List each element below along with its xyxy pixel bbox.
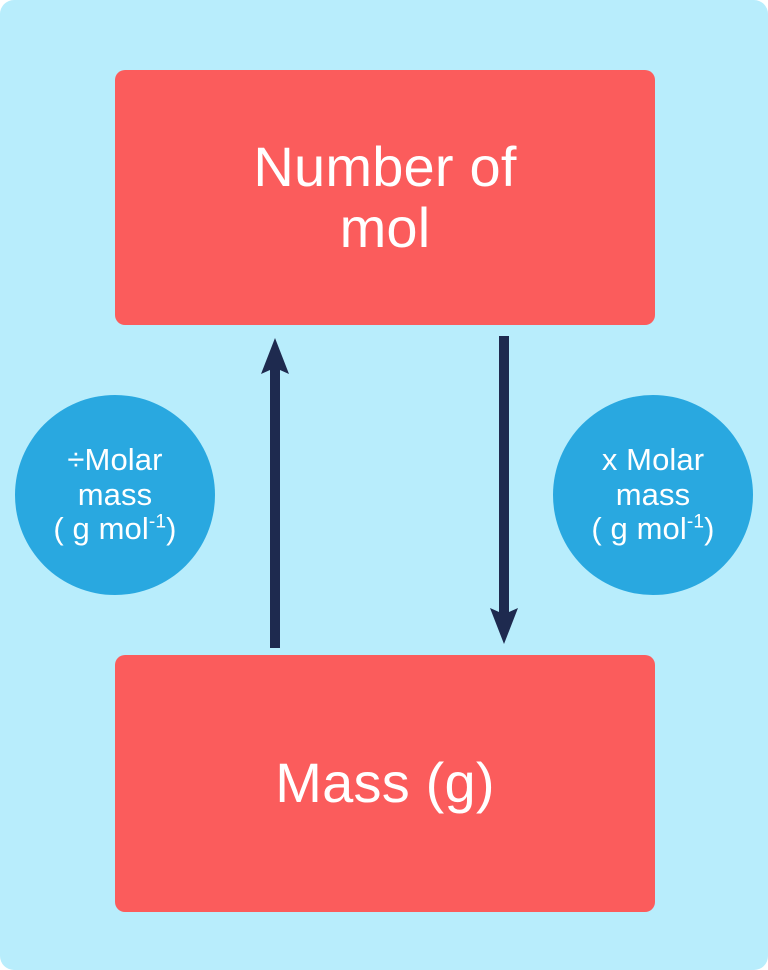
operation-label-left: ÷Molar mass ( g mol-1) (49, 441, 180, 547)
operation-right-line1: x Molar (601, 441, 705, 477)
concept-box-number-of-mol: Number of mol (115, 70, 655, 325)
box-label-mass-g: Mass (g) (275, 751, 495, 815)
box-label-number-of-mol: Number of mol (253, 135, 517, 259)
operation-label-right: x Molar mass ( g mol-1) (587, 441, 718, 547)
operation-right-unit-open: ( g mol (591, 511, 687, 547)
operation-right-unit: ( g mol-1) (591, 511, 715, 547)
operation-right-unit-close: ) (704, 511, 715, 547)
operation-circle-divide-molar-mass: ÷Molar mass ( g mol-1) (15, 395, 215, 595)
operation-left-unit: ( g mol-1) (53, 511, 177, 547)
operation-left-unit-close: ) (166, 511, 177, 547)
arrow-down-mol-to-mass-icon (490, 336, 518, 644)
operation-left-unit-exponent: -1 (148, 512, 167, 534)
operation-right-line2: mass (615, 476, 691, 512)
operation-left-unit-open: ( g mol (53, 511, 149, 547)
operation-left-line2: mass (77, 476, 153, 512)
arrow-up-mass-to-mol-icon (261, 338, 289, 648)
operation-left-line1: ÷Molar (67, 441, 163, 477)
operation-right-unit-exponent: -1 (686, 512, 705, 534)
operation-circle-multiply-molar-mass: x Molar mass ( g mol-1) (553, 395, 753, 595)
concept-box-mass-g: Mass (g) (115, 655, 655, 912)
